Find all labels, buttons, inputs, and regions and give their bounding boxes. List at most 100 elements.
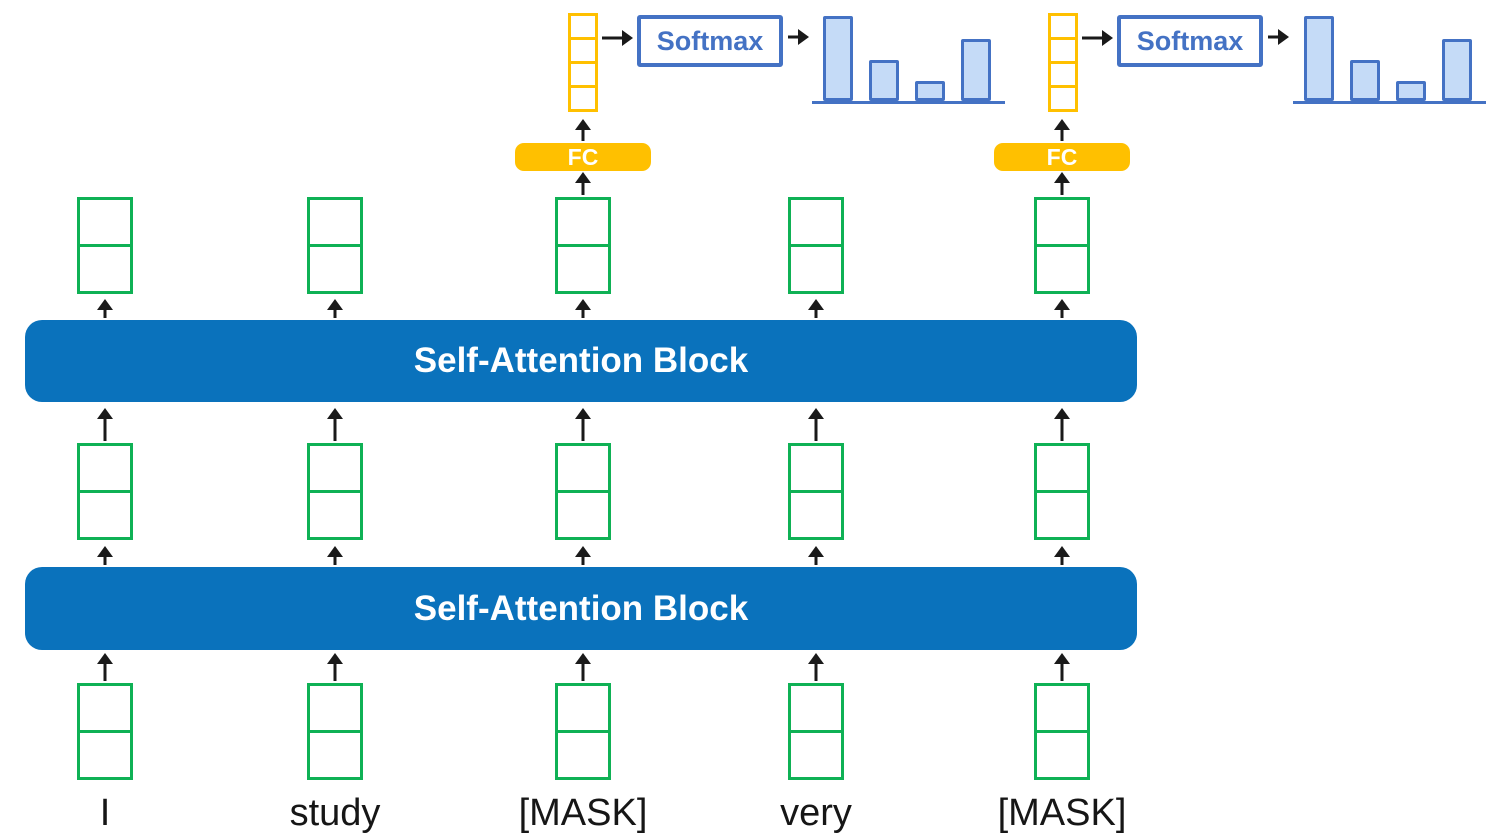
softmax-box-1: Softmax [637, 15, 783, 67]
embedding-box [307, 197, 363, 297]
embedding-box [307, 683, 363, 783]
embedding-cell [555, 730, 611, 780]
embedding-cell [555, 443, 611, 493]
up-arrow [807, 299, 825, 318]
vector-cell [1048, 61, 1078, 88]
probability-bar [961, 39, 991, 101]
up-arrow [574, 653, 592, 681]
embedding-cell [307, 490, 363, 540]
token-label: very [780, 792, 852, 834]
embedding-cell [307, 244, 363, 294]
vector-cell [1048, 13, 1078, 40]
up-arrow [326, 546, 344, 565]
token-column-4: very [780, 0, 852, 837]
up-arrow [326, 299, 344, 318]
fc-box-2: FC [994, 143, 1130, 171]
embedding-cell [1034, 443, 1090, 493]
embedding-cell [307, 683, 363, 733]
up-arrow [1053, 172, 1071, 195]
embedding-cell [555, 683, 611, 733]
embedding-cell [555, 197, 611, 247]
embedding-box [788, 443, 844, 543]
right-arrow [602, 29, 633, 47]
embedding-box [555, 443, 611, 543]
embedding-cell [77, 683, 133, 733]
up-arrow [96, 299, 114, 318]
softmax-label: Softmax [1136, 25, 1244, 56]
embedding-box [77, 683, 133, 783]
embedding-cell [1034, 197, 1090, 247]
embedding-box [788, 683, 844, 783]
token-column-3: [MASK] [519, 0, 647, 837]
embedding-cell [1034, 683, 1090, 733]
up-arrow [574, 119, 592, 141]
probability-bar [1396, 80, 1426, 101]
up-arrow [96, 653, 114, 681]
token-label: [MASK] [997, 792, 1127, 834]
token-label: study [289, 792, 381, 834]
embedding-cell [1034, 490, 1090, 540]
up-arrow [1053, 408, 1071, 441]
vector-cell [1048, 37, 1078, 64]
up-arrow [574, 299, 592, 318]
embedding-box [307, 443, 363, 543]
probability-bar-chart-1 [812, 13, 1005, 104]
up-arrow [96, 546, 114, 565]
embedding-cell [555, 244, 611, 294]
fc-label: FC [567, 143, 599, 170]
up-arrow [807, 653, 825, 681]
embedding-cell [77, 490, 133, 540]
embedding-cell [1034, 244, 1090, 294]
vector-cell [568, 13, 598, 40]
right-arrow [1268, 28, 1289, 46]
right-arrow [788, 28, 809, 46]
probability-bar [1304, 15, 1334, 101]
logit-vector-1 [568, 13, 598, 112]
embedding-box [1034, 443, 1090, 543]
token-label: I [99, 792, 111, 834]
up-arrow [1053, 119, 1071, 141]
self-attention-block-1: Self-Attention Block [25, 320, 1137, 402]
embedding-cell [788, 244, 844, 294]
fc-box-1: FC [515, 143, 651, 171]
embedding-cell [77, 197, 133, 247]
vector-cell [1048, 85, 1078, 112]
up-arrow [1053, 546, 1071, 565]
up-arrow [96, 408, 114, 441]
self-attention-block-1-label: Self-Attention Block [413, 341, 749, 380]
right-arrow [1082, 29, 1113, 47]
probability-bar [1442, 39, 1472, 101]
probability-bar-chart-2 [1293, 13, 1486, 104]
embedding-box [555, 683, 611, 783]
up-arrow [326, 653, 344, 681]
embedding-cell [788, 490, 844, 540]
vector-cell [568, 37, 598, 64]
embedding-cell [77, 443, 133, 493]
embedding-cell [788, 730, 844, 780]
embedding-cell [1034, 730, 1090, 780]
self-attention-block-2-label: Self-Attention Block [413, 588, 749, 628]
embedding-box [788, 197, 844, 297]
fc-label: FC [1046, 143, 1078, 170]
up-arrow [1053, 653, 1071, 681]
embedding-cell [77, 244, 133, 294]
up-arrow [807, 546, 825, 565]
up-arrow [1053, 299, 1071, 318]
up-arrow [326, 408, 344, 441]
softmax-box-2: Softmax [1117, 15, 1263, 67]
probability-bar [823, 15, 853, 101]
embedding-box [1034, 683, 1090, 783]
up-arrow [574, 172, 592, 195]
self-attention-block-2: Self-Attention Block [25, 567, 1137, 650]
embedding-cell [307, 197, 363, 247]
token-column-2: study [290, 0, 380, 837]
embedding-box [555, 197, 611, 297]
probability-bar [915, 80, 945, 101]
up-arrow [807, 408, 825, 441]
probability-bar [869, 59, 899, 101]
embedding-cell [555, 490, 611, 540]
probability-bar [1350, 59, 1380, 101]
embedding-cell [788, 443, 844, 493]
softmax-label: Softmax [656, 25, 764, 56]
token-column-5: [MASK] [998, 0, 1126, 837]
